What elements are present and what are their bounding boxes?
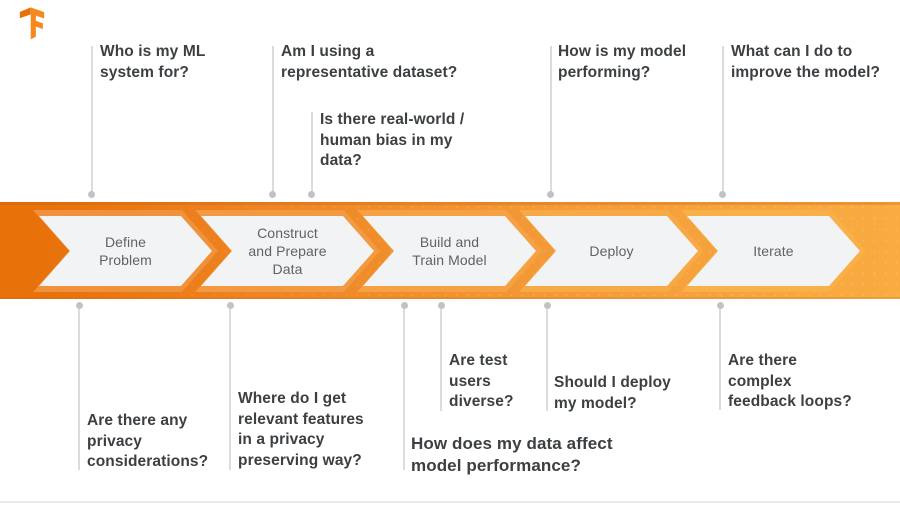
connector-dot bbox=[438, 302, 445, 309]
connector-line bbox=[403, 309, 405, 470]
connector-line bbox=[719, 309, 721, 410]
connector-line bbox=[78, 309, 80, 470]
connector-line bbox=[546, 309, 548, 411]
stage-chevron-body: Build and Train Model bbox=[363, 216, 536, 286]
stage-construct-prepare-data: Construct and Prepare Data bbox=[195, 210, 380, 292]
connector-line bbox=[272, 46, 274, 193]
connector-dot bbox=[227, 302, 234, 309]
connector-dot bbox=[88, 191, 95, 198]
connector-dot bbox=[269, 191, 276, 198]
tensorflow-logo-icon bbox=[19, 7, 45, 40]
stage-build-train-model: Build and Train Model bbox=[357, 210, 542, 292]
stage-chevron-body: Define Problem bbox=[39, 216, 212, 286]
connector-line bbox=[550, 46, 552, 193]
question-representative-dataset: Am I using a representative dataset? bbox=[281, 43, 458, 81]
connector-line bbox=[229, 309, 231, 470]
connector-dot bbox=[308, 191, 315, 198]
question-test-users-diverse: Are test users diverse? bbox=[449, 352, 514, 410]
stage-define-problem: Define Problem bbox=[33, 210, 218, 292]
question-who-is-system-for: Who is my ML system for? bbox=[100, 43, 206, 81]
question-feedback-loops: Are there complex feedback loops? bbox=[728, 352, 852, 410]
stage-deploy: Deploy bbox=[519, 210, 704, 292]
connector-dot bbox=[401, 302, 408, 309]
connector-line bbox=[311, 112, 313, 193]
stage-label: Iterate bbox=[753, 243, 794, 259]
connector-dot bbox=[719, 191, 726, 198]
stage-chevron-body: Construct and Prepare Data bbox=[201, 216, 374, 286]
question-should-deploy: Should I deploy my model? bbox=[554, 374, 671, 412]
stage-label: Construct and Prepare Data bbox=[248, 225, 327, 277]
question-privacy-considerations: Are there any privacy considerations? bbox=[87, 412, 209, 470]
stage-label: Define Problem bbox=[99, 234, 152, 268]
stage-label: Build and Train Model bbox=[412, 234, 487, 268]
question-data-affect-performance: How does my data affect model performanc… bbox=[411, 434, 613, 475]
bottom-divider bbox=[0, 501, 900, 503]
stage-chevron-body: Deploy bbox=[525, 216, 698, 286]
question-model-performing: How is my model performing? bbox=[558, 43, 687, 81]
question-real-world-bias: Is there real-world / human bias in my d… bbox=[320, 111, 465, 169]
question-improve-model: What can I do to improve the model? bbox=[731, 43, 881, 81]
pipeline-band: Define Problem Construct and Prepare Dat… bbox=[0, 202, 900, 299]
connector-dot bbox=[547, 191, 554, 198]
stage-iterate: Iterate bbox=[681, 210, 866, 292]
connector-dot bbox=[544, 302, 551, 309]
connector-line bbox=[91, 46, 93, 193]
question-relevant-features-privacy: Where do I get relevant features in a pr… bbox=[238, 390, 364, 469]
stage-label: Deploy bbox=[589, 243, 634, 259]
connector-dot bbox=[717, 302, 724, 309]
connector-line bbox=[440, 309, 442, 411]
connector-dot bbox=[76, 302, 83, 309]
stage-chevron-body: Iterate bbox=[687, 216, 860, 286]
connector-line bbox=[722, 46, 724, 193]
